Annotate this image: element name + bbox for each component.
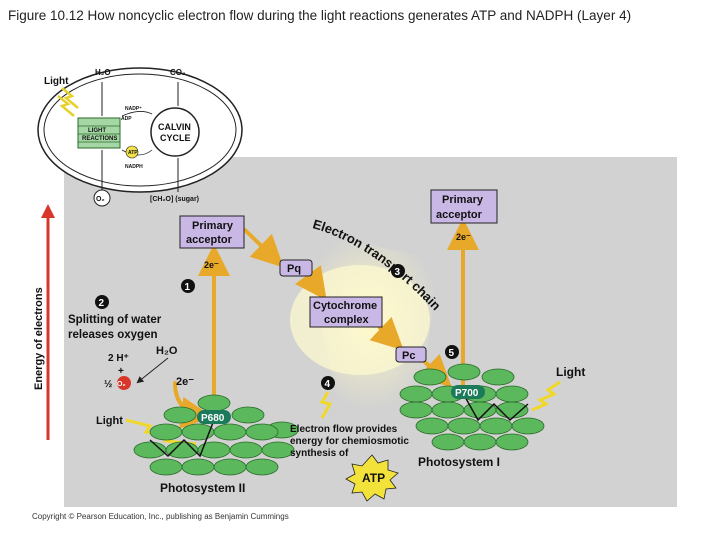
inset-nadp-label: NADP⁺ <box>125 106 142 112</box>
inset-light-label: Light <box>44 76 69 87</box>
inset-light-reactions-label-1: LIGHT <box>88 128 106 134</box>
atp-label: ATP <box>362 471 385 485</box>
photosystem-ii-label: Photosystem II <box>160 481 245 495</box>
photosystem-i-label: Photosystem I <box>418 455 500 469</box>
inset-co2-label: CO₂ <box>170 68 186 77</box>
splitting-water-line2: releases oxygen <box>68 329 158 341</box>
inset-o2-label: O₂ <box>96 196 105 203</box>
ps1-energy-zigzag <box>463 394 529 422</box>
photosystem-ii-cluster <box>133 394 299 476</box>
step-1: 1 <box>185 282 191 293</box>
inset-h2o-label: H₂O <box>95 68 111 77</box>
water-return-arrow <box>136 357 169 384</box>
pc-label: Pc <box>402 350 415 362</box>
p700-label: P700 <box>455 388 479 399</box>
step-5: 5 <box>449 348 455 359</box>
chloroplast-inset <box>37 67 243 207</box>
h2o-label: H₂O <box>156 345 178 357</box>
water-electron-label: 2e⁻ <box>176 376 194 388</box>
splitting-water-line1: Splitting of water <box>68 314 162 326</box>
p680-badge <box>197 410 231 424</box>
light-left-label: Light <box>96 415 123 427</box>
cytochrome-line1: Cytochrome <box>313 300 377 312</box>
primary-acceptor-ps1-line1: Primary <box>442 194 484 206</box>
p700-badge <box>451 385 485 399</box>
step-badges <box>95 264 459 390</box>
inset-calvin-label-2: CYCLE <box>160 133 191 143</box>
o2-label: O₂ <box>117 381 126 388</box>
inset-light-reactions-label-2: REACTIONS <box>82 136 117 142</box>
step-3: 3 <box>395 267 401 278</box>
inset-nadph-label: NADPH <box>125 164 143 170</box>
ps2-electron-label: 2e⁻ <box>204 260 219 270</box>
pq-label: Pq <box>287 263 301 275</box>
light-right-label: Light <box>556 365 585 379</box>
primary-acceptor-ps1-box <box>430 189 498 224</box>
p680-label: P680 <box>201 413 225 424</box>
ps2-energy-zigzag <box>149 419 215 458</box>
atp-starburst <box>345 454 399 502</box>
step4-bolt <box>319 391 333 419</box>
half-label: ½ <box>104 379 112 390</box>
light-right-bolt <box>531 380 561 412</box>
electron-flow-line3: synthesis of <box>290 448 349 459</box>
cytochrome-line2: complex <box>324 314 370 326</box>
step-2: 2 <box>99 298 105 309</box>
ps1-electron-label: 2e⁻ <box>456 232 471 242</box>
step-4: 4 <box>325 379 331 390</box>
pq-box <box>279 259 313 277</box>
inset-calvin-label-1: CALVIN <box>158 122 191 132</box>
electron-flow-line1: Electron flow provides <box>290 424 398 435</box>
energy-axis-label: Energy of electrons <box>33 287 45 390</box>
primary-acceptor-ps2-box <box>179 215 245 249</box>
pc-box <box>395 346 427 363</box>
copyright-notice: Copyright © Pearson Education, Inc., pub… <box>32 512 289 521</box>
two-h-label: 2 H⁺ <box>108 353 129 364</box>
plus-label: + <box>118 366 124 377</box>
primary-acceptor-ps2-line2: acceptor <box>186 234 233 246</box>
primary-acceptor-ps2-line1: Primary <box>192 220 234 232</box>
energy-axis-arrowhead <box>41 204 55 218</box>
primary-acceptor-ps1-line2: acceptor <box>436 209 483 221</box>
inset-adp-label: ADP <box>121 116 132 122</box>
cytochrome-complex-box <box>309 296 383 328</box>
electron-flow-line2: energy for chemiosmotic <box>290 436 409 447</box>
inset-atp-label: ATP <box>128 150 138 156</box>
inset-sugar-label: [CH₂O] (sugar) <box>150 196 199 203</box>
figure-title: Figure 10.12 How noncyclic electron flow… <box>8 8 632 23</box>
o2-badge <box>117 376 131 390</box>
